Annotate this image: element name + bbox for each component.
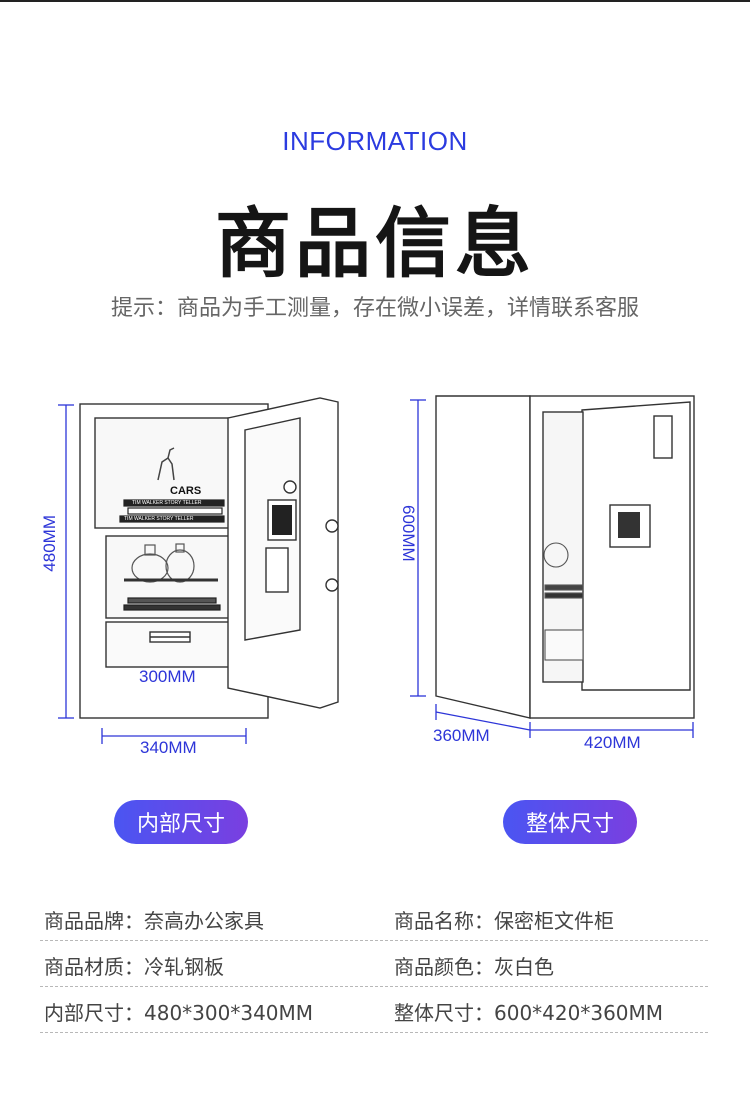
brand-cell: 商品品牌：奈高办公家具 [44,909,264,933]
open-safe-illustration: CARS TIM WALKER STORY TELLER TIM WALKER … [58,397,339,744]
vase-ornaments [124,543,218,583]
internal-size-badge: 内部尺寸 [114,800,248,844]
left-inner-width-label: 300MM [139,667,196,686]
right-height-label: 600MM [399,505,418,562]
material-cell: 商品材质：冷轧钢板 [44,955,224,979]
left-height-label: 480MM [40,515,59,572]
book-subtitle-2: TIM WALKER STORY TELLER [124,516,194,522]
measurement-hint: 提示：商品为手工测量，存在微小误差，详情联系客服 [110,296,639,321]
section-eyebrow: INFORMATION [282,126,468,156]
right-width-label: 420MM [584,733,641,752]
info-row: 商品品牌：奈高办公家具 商品名称：保密柜文件柜 [40,895,708,941]
info-row: 商品材质：冷轧钢板 商品颜色：灰白色 [40,941,708,987]
product-info-table: 商品品牌：奈高办公家具 商品名称：保密柜文件柜 商品材质：冷轧钢板 商品颜色：灰… [40,895,708,1033]
product-name-cell: 商品名称：保密柜文件柜 [394,909,614,933]
right-depth-label: 360MM [433,726,490,745]
book-subtitle-1: TIM WALKER STORY TELLER [132,500,202,506]
page-title: 商品信息 [215,199,535,288]
color-cell: 商品颜色：灰白色 [394,955,554,979]
overall-size-badge: 整体尺寸 [503,800,637,844]
overall-size-cell: 整体尺寸：600*420*360MM [394,1001,664,1025]
info-row: 内部尺寸：480*300*340MM 整体尺寸：600*420*360MM [40,987,708,1033]
internal-size-cell: 内部尺寸：480*300*340MM [44,1001,314,1025]
book-title-cars: CARS [170,485,201,497]
top-divider [0,0,750,2]
right-dimension-lines [410,399,694,738]
closed-safe-illustration [410,395,695,738]
giraffe-ornament [157,447,175,481]
left-depth-label: 340MM [140,738,197,757]
